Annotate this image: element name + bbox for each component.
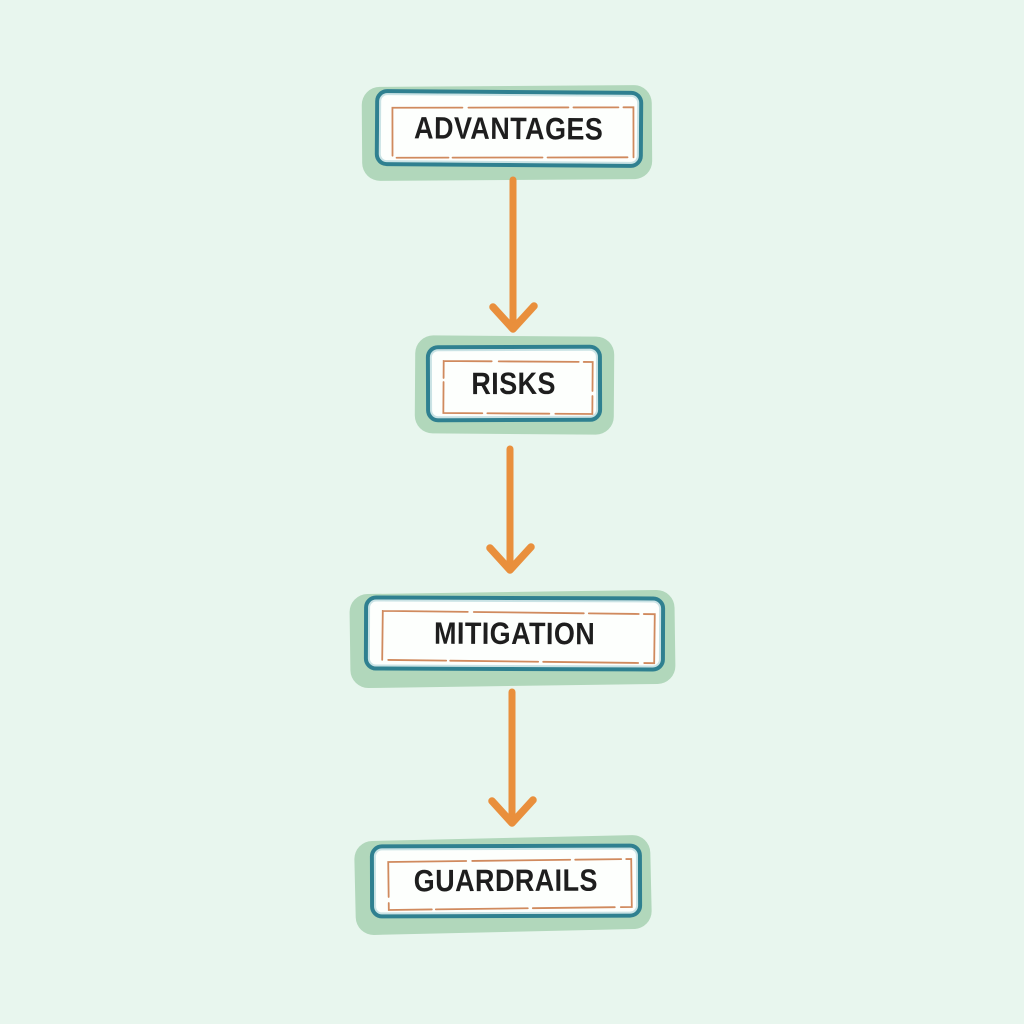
node-mitigation: MITIGATION [349,589,676,689]
node-box: GUARDRAILS [369,843,643,919]
node-box: MITIGATION [363,595,666,672]
node-label: RISKS [471,365,557,401]
node-label: GUARDRAILS [413,862,599,899]
node-box: RISKS [425,344,603,423]
node-box: ADVANTAGES [374,89,644,168]
arrow-mitigation-to-guardrails [488,688,537,827]
node-label: ADVANTAGES [414,109,604,147]
node-label: MITIGATION [433,615,596,651]
arrow-advantages-to-risks [489,176,538,333]
node-advantages: ADVANTAGES [361,84,653,181]
node-guardrails: GUARDRAILS [353,834,653,936]
arrow-risks-to-mitigation [486,445,535,574]
node-risks: RISKS [414,335,615,435]
